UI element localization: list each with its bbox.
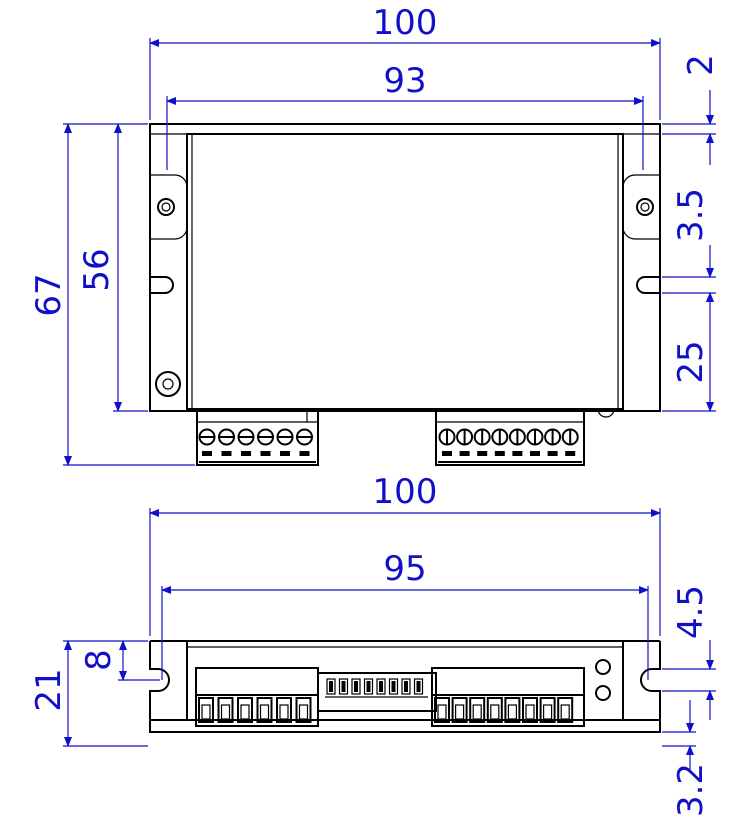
terminal-opening [276, 697, 292, 723]
dip-switch-lever [338, 678, 349, 695]
terminal-screw [508, 428, 526, 446]
terminal-tab [547, 451, 558, 456]
signal-terminal-front [431, 667, 585, 727]
terminal-tab [260, 451, 271, 456]
terminal-tab [459, 451, 470, 456]
terminal-opening [256, 697, 273, 723]
terminal-screw [257, 428, 274, 446]
dim-top-width: 100 [373, 3, 438, 43]
front-view [149, 640, 661, 733]
alarm-led [595, 685, 611, 701]
terminal-screw [456, 428, 474, 446]
terminal-opening [486, 697, 503, 723]
terminal-screw [237, 428, 255, 446]
terminal-opening [522, 697, 538, 723]
terminal-opening [217, 697, 234, 723]
left-slot [150, 276, 174, 294]
driver-body [186, 133, 624, 410]
terminal-screw [198, 428, 216, 446]
terminal-tab [202, 451, 212, 456]
ground-screw [155, 371, 181, 397]
dip-switch-lever [376, 678, 386, 695]
dimensions: 100 93 67 56 2 3.5 25 100 95 [29, 3, 721, 817]
dip-switch-lever [388, 678, 399, 695]
dip-switch-lever [326, 678, 336, 695]
terminal-tab [565, 451, 576, 456]
terminal-opening [557, 697, 574, 723]
terminal-screw [473, 428, 491, 446]
right-mount-hole [636, 198, 654, 216]
dim-slot-spacing: 95 [383, 549, 426, 589]
dim-base-thickness: 3.2 [671, 763, 711, 817]
dip-switch-lever [351, 678, 361, 695]
terminal-screw [218, 428, 235, 446]
right-slot [636, 276, 660, 294]
terminal-tab [299, 451, 310, 456]
signal-connector [435, 410, 585, 466]
terminal-tab [442, 451, 452, 456]
terminal-tab [512, 451, 523, 456]
left-mount-tab [150, 174, 188, 240]
terminal-opening [295, 697, 312, 723]
terminal-tab [241, 451, 251, 456]
dip-switch-lever [363, 678, 374, 695]
dim-edge-offset: 2 [681, 54, 721, 76]
base-plate-edge [149, 719, 661, 733]
dip-switch-lever [413, 678, 424, 695]
terminal-opening [504, 697, 521, 723]
dim-slot-width: 3.5 [671, 188, 711, 242]
dim-front-width: 100 [373, 472, 438, 512]
terminal-opening [434, 697, 450, 723]
terminal-tab [280, 451, 290, 456]
terminal-screw [276, 428, 294, 446]
dim-slot-to-bottom: 25 [671, 340, 711, 383]
dim-top-height: 67 [29, 273, 69, 316]
top-view [149, 123, 661, 466]
terminal-screw [296, 428, 313, 446]
base-plate [149, 123, 661, 412]
terminal-opening [198, 697, 214, 723]
terminal-opening [539, 697, 556, 723]
terminal-screw [544, 428, 562, 446]
terminal-screw [491, 428, 509, 446]
terminal-opening [237, 697, 253, 723]
dim-slot-offset: 4.5 [671, 585, 711, 639]
terminal-screw [438, 428, 456, 446]
power-led [595, 659, 611, 675]
terminal-tab [494, 451, 505, 456]
terminal-screw [561, 428, 579, 446]
power-connector [196, 410, 319, 466]
dim-hole-spacing: 93 [383, 61, 426, 101]
terminal-tab [477, 451, 488, 456]
dim-slot-height: 8 [79, 649, 119, 671]
dim-body-height: 56 [77, 248, 117, 291]
terminal-opening [469, 697, 486, 723]
terminal-tab [221, 451, 232, 456]
right-mount-tab [622, 174, 660, 240]
terminal-tab [530, 451, 540, 456]
left-mount-hole [157, 198, 175, 216]
dip-switch [317, 672, 437, 712]
terminal-opening [451, 697, 468, 723]
terminal-screw [526, 428, 544, 446]
dim-front-height: 21 [29, 668, 69, 711]
dip-switch-lever [401, 678, 411, 695]
